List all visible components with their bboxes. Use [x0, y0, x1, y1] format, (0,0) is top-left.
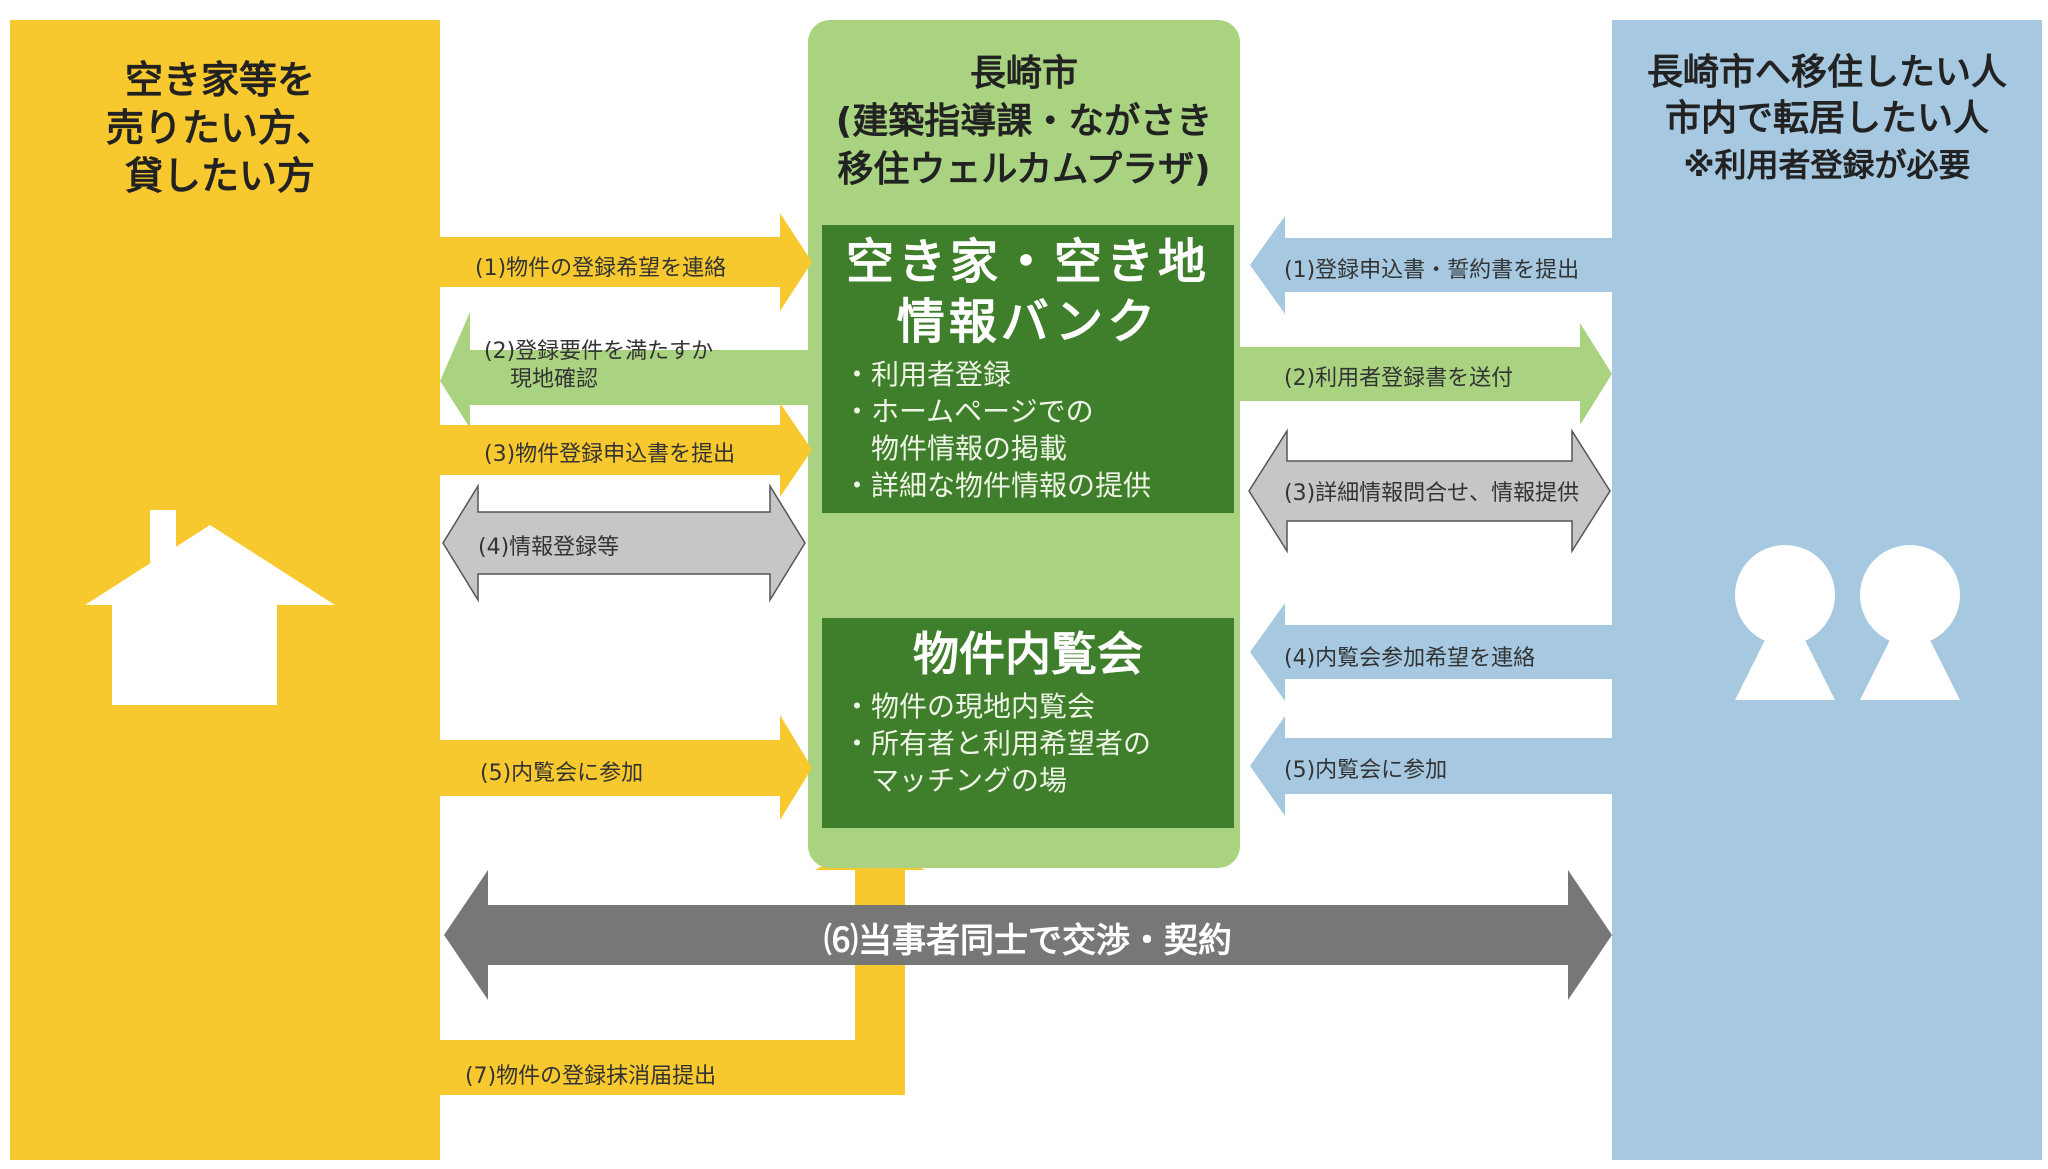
house-icon	[85, 510, 335, 705]
bank-item: ・利用者登録	[843, 358, 1012, 391]
left-arrow-3-label: (3)物件登録申込書を提出	[484, 442, 736, 467]
viewing-item: ・物件の現地内覧会	[843, 690, 1096, 723]
viewing-items: ・物件の現地内覧会 ・所有者と利用希望者の マッチングの場	[843, 688, 1151, 799]
right-arrow-1	[1250, 216, 1612, 314]
left-arrow-1-label: (1)物件の登録希望を連絡	[475, 256, 727, 281]
right-arrow-2-label: (2)利用者登録書を送付	[1284, 366, 1514, 391]
bank-item: ・詳細な物件情報の提供	[843, 469, 1152, 502]
left-arrow-4-label: (4)情報登録等	[478, 535, 620, 560]
bank-item: ・ホームページでの	[843, 395, 1094, 428]
left-arrow-2-line-1: (2)登録要件を満たすか	[484, 339, 714, 364]
deregister-label: (7)物件の登録抹消届提出	[465, 1064, 717, 1089]
viewing-item: ・所有者と利用希望者の	[843, 727, 1152, 760]
left-arrow-2-line-2: 現地確認	[510, 367, 599, 392]
right-arrow-2	[1240, 323, 1612, 425]
right-arrow-4	[1250, 603, 1612, 701]
left-title-line-1: 空き家等を	[124, 58, 315, 102]
right-arrow-3	[1248, 428, 1611, 554]
viewing-title: 物件内覧会	[913, 627, 1143, 681]
viewing-box-bg	[822, 618, 1234, 828]
left-column-title: 空き家等を 売りたい方、 貸したい方	[70, 56, 370, 200]
left-arrow-3	[440, 403, 812, 497]
left-title-line-2: 売りたい方、	[105, 106, 334, 150]
right-title-line-3: ※利用者登録が必要	[1683, 146, 1971, 184]
center-title-line-3: 移住ウェルカムプラザ)	[837, 149, 1211, 190]
left-arrow-1	[440, 213, 812, 311]
left-arrow-5	[440, 715, 812, 820]
center-title-line-1: 長崎市	[969, 53, 1078, 94]
bank-title-line-1: 空き家・空き地	[845, 234, 1210, 290]
left-arrow-2	[440, 312, 810, 428]
negotiate-arrow	[444, 870, 1612, 1000]
right-column-title: 長崎市へ移住したい人 市内で転居したい人 ※利用者登録が必要	[1612, 50, 2042, 188]
deregister-arrow	[440, 840, 925, 1095]
left-title-line-3: 貸したい方	[124, 154, 315, 198]
right-arrow-5	[1250, 716, 1612, 816]
bank-item: 物件情報の掲載	[843, 432, 1068, 465]
right-arrow-3-label: (3)詳細情報問合せ、情報提供	[1284, 481, 1580, 506]
right-title-line-1: 長崎市へ移住したい人	[1646, 52, 2007, 93]
right-arrow-5-label: (5)内覧会に参加	[1284, 758, 1448, 783]
right-arrow-1-label: (1)登録申込書・誓約書を提出	[1284, 258, 1580, 283]
left-arrow-4	[442, 483, 806, 603]
bank-title-line-2: 情報バンク	[896, 294, 1160, 350]
negotiate-label: ⑹当事者同士で交渉・契約	[824, 921, 1232, 961]
center-column-title: 長崎市 (建築指導課・ながさき 移住ウェルカムプラザ)	[808, 50, 1240, 194]
bank-items: ・利用者登録 ・ホームページでの 物件情報の掲載 ・詳細な物件情報の提供	[843, 356, 1151, 504]
right-title-line-2: 市内で転居したい人	[1664, 98, 1989, 139]
two-people-icon	[1735, 545, 1960, 700]
center-title-line-2: (建築指導課・ながさき	[835, 101, 1213, 142]
left-arrow-2-label: (2)登録要件を満たすか 現地確認	[484, 338, 713, 394]
viewing-item: マッチングの場	[843, 764, 1068, 797]
left-arrow-5-label: (5)内覧会に参加	[480, 761, 644, 786]
bank-box-bg	[822, 225, 1234, 513]
bank-title: 空き家・空き地 情報バンク	[822, 232, 1234, 352]
right-arrow-4-label: (4)内覧会参加希望を連絡	[1284, 646, 1536, 671]
